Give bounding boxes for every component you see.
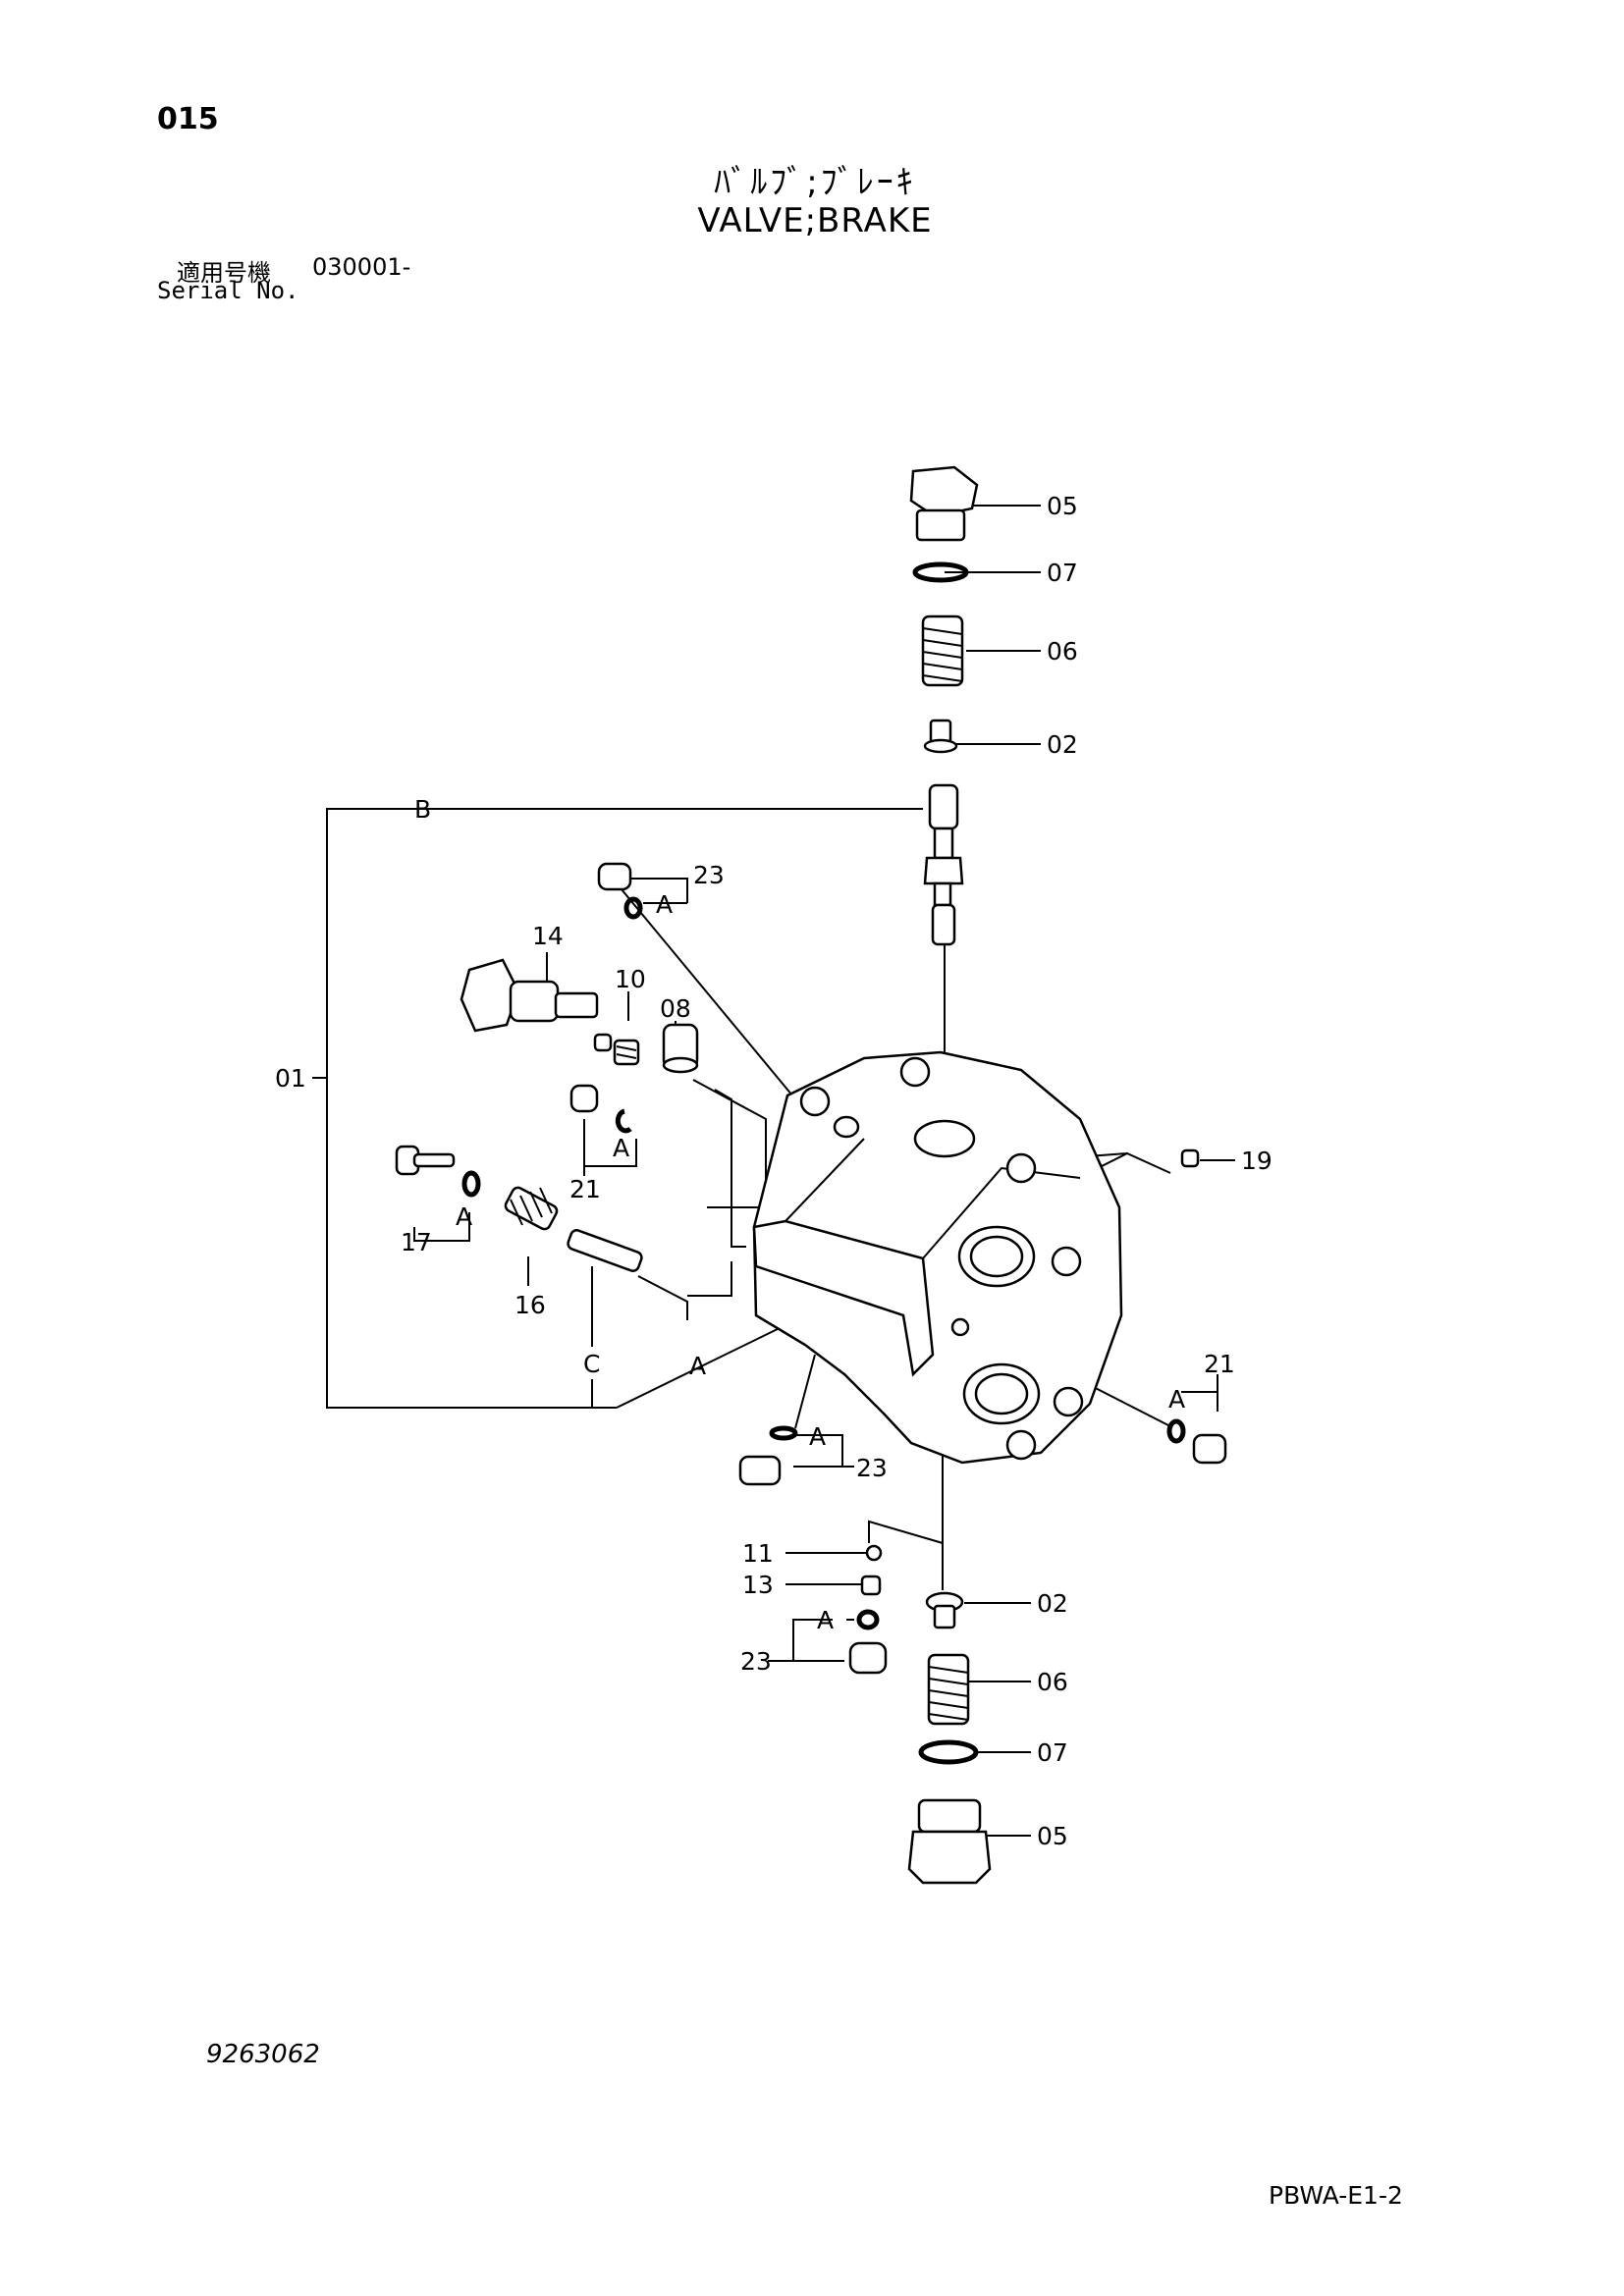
plug-23-top bbox=[597, 862, 632, 891]
callout-16: 16 bbox=[514, 1291, 546, 1319]
callout-labels: 05 07 06 02 B 23 A 14 10 08 01 A 21 A 17… bbox=[275, 492, 1272, 1850]
callout-b: B bbox=[414, 795, 431, 824]
callout-05-top: 05 bbox=[1047, 492, 1078, 520]
callout-c: C bbox=[583, 1350, 600, 1378]
callout-23-mid: 23 bbox=[856, 1454, 888, 1482]
plug-21-right bbox=[1192, 1433, 1227, 1465]
callout-06-bottom: 06 bbox=[1037, 1668, 1068, 1696]
callout-07-bottom: 07 bbox=[1037, 1738, 1068, 1767]
callout-a-bottom: A bbox=[689, 1352, 706, 1380]
page-number: 015 bbox=[157, 102, 219, 136]
seat-top bbox=[923, 719, 958, 754]
callout-02-top: 02 bbox=[1047, 730, 1078, 759]
spool-16 bbox=[567, 1229, 643, 1272]
callout-02-bottom: 02 bbox=[1037, 1589, 1068, 1618]
plug-23-low bbox=[848, 1641, 888, 1675]
spring-top bbox=[921, 614, 964, 687]
page-code: PBWA-E1-2 bbox=[1269, 2181, 1403, 2210]
callout-a-23-low: A bbox=[817, 1606, 834, 1634]
callout-23-top: 23 bbox=[693, 861, 725, 889]
title-english: VALVE;BRAKE bbox=[697, 201, 933, 240]
plug-19 bbox=[1180, 1148, 1200, 1168]
callout-a-21-right: A bbox=[1168, 1385, 1185, 1414]
callout-a-17: A bbox=[456, 1202, 472, 1231]
drawing-number: 9263062 bbox=[206, 2040, 320, 2069]
callout-21-left: 21 bbox=[569, 1175, 601, 1203]
callout-19: 19 bbox=[1241, 1147, 1272, 1175]
spring-10 bbox=[613, 1039, 640, 1066]
callout-17: 17 bbox=[401, 1228, 432, 1256]
callout-08: 08 bbox=[660, 994, 691, 1023]
o-ring-21-left bbox=[615, 1108, 632, 1134]
plug-bottom bbox=[907, 1798, 992, 1885]
callout-14: 14 bbox=[532, 922, 564, 950]
pin-17 bbox=[395, 1145, 456, 1176]
callout-07-top: 07 bbox=[1047, 559, 1078, 587]
serial-range: 030001- bbox=[312, 253, 411, 281]
plug-top bbox=[909, 465, 979, 542]
o-ring-bottom bbox=[918, 1739, 979, 1765]
o-ring-17 bbox=[461, 1170, 481, 1198]
relief-valve-14 bbox=[460, 958, 613, 1052]
o-ring-23-mid bbox=[769, 1425, 798, 1441]
serial-label-english: Serial No. bbox=[157, 277, 299, 304]
ball-11 bbox=[865, 1544, 883, 1562]
o-ring-23-top bbox=[623, 896, 643, 920]
callout-06-top: 06 bbox=[1047, 637, 1078, 666]
poppet-core bbox=[923, 783, 964, 946]
callout-a-top: A bbox=[656, 890, 673, 919]
callout-a-23-mid: A bbox=[809, 1422, 826, 1451]
callout-21-right: 21 bbox=[1204, 1350, 1235, 1378]
serial-label-japanese: 適用号機 bbox=[177, 259, 271, 287]
callout-11: 11 bbox=[742, 1539, 774, 1568]
callout-a-21-left: A bbox=[613, 1134, 629, 1162]
callout-01: 01 bbox=[275, 1064, 306, 1093]
plug-23-mid bbox=[738, 1455, 782, 1486]
sleeve-08 bbox=[662, 1023, 699, 1074]
title-japanese: ﾊﾞﾙﾌﾞ;ﾌﾞﾚｰｷ bbox=[714, 163, 916, 202]
callout-10: 10 bbox=[615, 965, 646, 993]
valve-body bbox=[752, 1050, 1123, 1465]
callout-05-bottom: 05 bbox=[1037, 1822, 1068, 1850]
plug-13 bbox=[860, 1575, 882, 1596]
spring-16 bbox=[504, 1186, 559, 1231]
o-ring-top bbox=[912, 561, 969, 583]
seat-bottom bbox=[925, 1591, 964, 1629]
callout-13: 13 bbox=[742, 1571, 774, 1599]
callout-23-low: 23 bbox=[740, 1647, 772, 1676]
o-ring-23-low bbox=[856, 1609, 880, 1630]
spring-bottom bbox=[927, 1653, 970, 1726]
o-ring-21-right bbox=[1166, 1418, 1186, 1444]
plug-21-left bbox=[569, 1084, 599, 1113]
